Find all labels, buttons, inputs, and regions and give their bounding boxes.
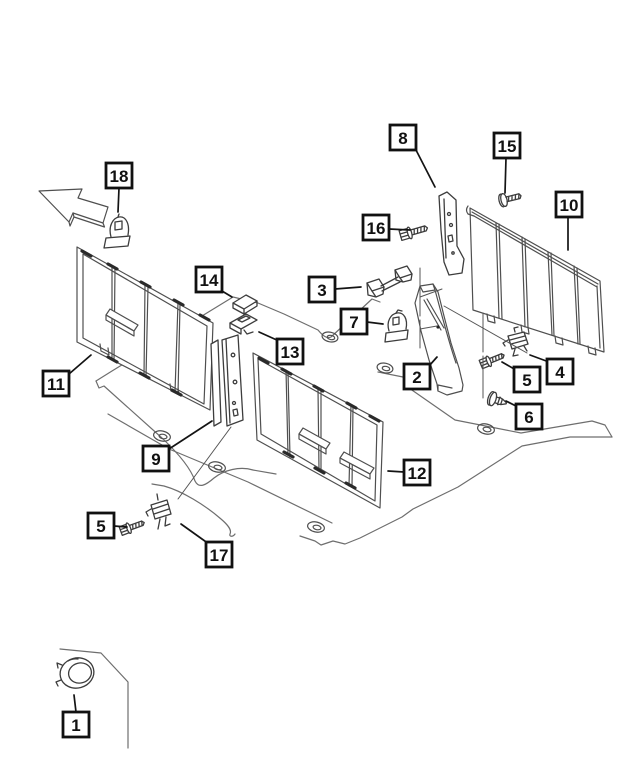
callout-box [41, 369, 71, 398]
mounting-bracket-8 [438, 191, 465, 276]
callout-leader-line [221, 290, 233, 298]
callout-number: 14 [200, 271, 219, 290]
callout-number: 4 [555, 363, 565, 382]
callout-2: 2 [402, 356, 438, 391]
callout-box [388, 123, 418, 152]
retainer-clip-18-icon [103, 213, 131, 249]
callout-box [141, 444, 171, 473]
bracket-4-icon [502, 326, 529, 357]
floor-plug-1-icon [55, 657, 95, 689]
callout-leader-line [68, 354, 92, 375]
left-partition-panel [76, 246, 214, 411]
callout-leader-line [117, 187, 120, 213]
callout-number: 10 [560, 196, 579, 215]
direction-arrow-icon [38, 188, 109, 228]
callout-number: 5 [96, 517, 105, 536]
callout-number: 15 [498, 137, 517, 156]
callout-number: 16 [367, 219, 386, 238]
callout-8: 8 [388, 123, 436, 188]
callout-leader-line [366, 321, 384, 325]
callout-box [204, 540, 234, 569]
callout-12: 12 [387, 458, 432, 487]
callout-box [512, 365, 542, 394]
callout-box [554, 190, 584, 219]
bumper-pad-14-icon [232, 294, 258, 315]
callout-11: 11 [41, 354, 92, 398]
mounting-bracket-9 [210, 334, 244, 427]
callout-number: 11 [47, 375, 65, 394]
callout-leader-line [388, 228, 411, 231]
callout-leader-line [73, 694, 77, 713]
right-partition-panel [252, 352, 384, 509]
callout-14: 14 [194, 265, 233, 298]
callout-number: 3 [317, 281, 326, 300]
callout-15: 15 [492, 131, 522, 194]
callout-box [339, 307, 369, 336]
callout-box [307, 275, 337, 304]
callout-3: 3 [307, 275, 362, 304]
callout-9: 9 [141, 420, 213, 473]
screw-5-right-icon [478, 353, 505, 370]
callout-number: 8 [398, 129, 407, 148]
callout-box [361, 213, 391, 242]
callout-box [86, 511, 116, 540]
callout-leader-line [180, 523, 210, 545]
callout-16: 16 [361, 213, 411, 242]
callout-5: 5 [86, 511, 128, 540]
callout-6: 6 [505, 400, 544, 431]
assembly-lines [177, 267, 528, 500]
callout-leader-line [168, 420, 213, 450]
callout-number: 9 [151, 450, 160, 469]
bracket-17-icon [145, 493, 172, 530]
callout-number: 18 [110, 167, 129, 186]
screw-15-icon [498, 193, 522, 208]
callout-box [104, 161, 134, 190]
callout-18: 18 [104, 161, 134, 213]
callout-box [402, 458, 432, 487]
callout-number: 17 [210, 546, 229, 565]
callout-number: 7 [349, 313, 358, 332]
floor-hole [153, 331, 495, 533]
callout-box [545, 357, 575, 386]
callout-7: 7 [339, 307, 384, 336]
callout-10: 10 [554, 190, 584, 251]
callout-17: 17 [180, 523, 234, 569]
callout-box [514, 402, 544, 431]
callout-box [61, 710, 91, 739]
callout-4: 4 [529, 354, 575, 386]
callout-leader-line [387, 470, 405, 473]
push-pin-6-icon [486, 391, 508, 407]
latch-plate-13-icon [229, 313, 258, 335]
callout-leader-line [334, 286, 362, 290]
callout-number: 13 [281, 343, 300, 362]
callout-box [275, 337, 305, 366]
retainer-clip-3-icon [366, 265, 413, 298]
rear-partition-panel [465, 205, 605, 356]
callout-box [402, 362, 432, 391]
callout-leader-line [113, 525, 128, 528]
callout-number: 6 [524, 408, 533, 427]
callout-5: 5 [501, 361, 542, 394]
callout-number: 5 [522, 371, 531, 390]
callout-leader-line [415, 149, 436, 188]
callout-13: 13 [258, 331, 305, 366]
callout-leader-line [504, 157, 507, 194]
screw-16-icon [398, 225, 429, 242]
callout-number: 1 [71, 716, 80, 735]
callout-number: 12 [408, 464, 427, 483]
callout-number: 2 [412, 368, 421, 387]
retainer-clip-7-icon [384, 309, 409, 343]
callout-box [194, 265, 224, 294]
callout-1: 1 [61, 694, 91, 739]
callout-box [492, 131, 522, 160]
pillar-cover-part-2 [414, 283, 464, 396]
